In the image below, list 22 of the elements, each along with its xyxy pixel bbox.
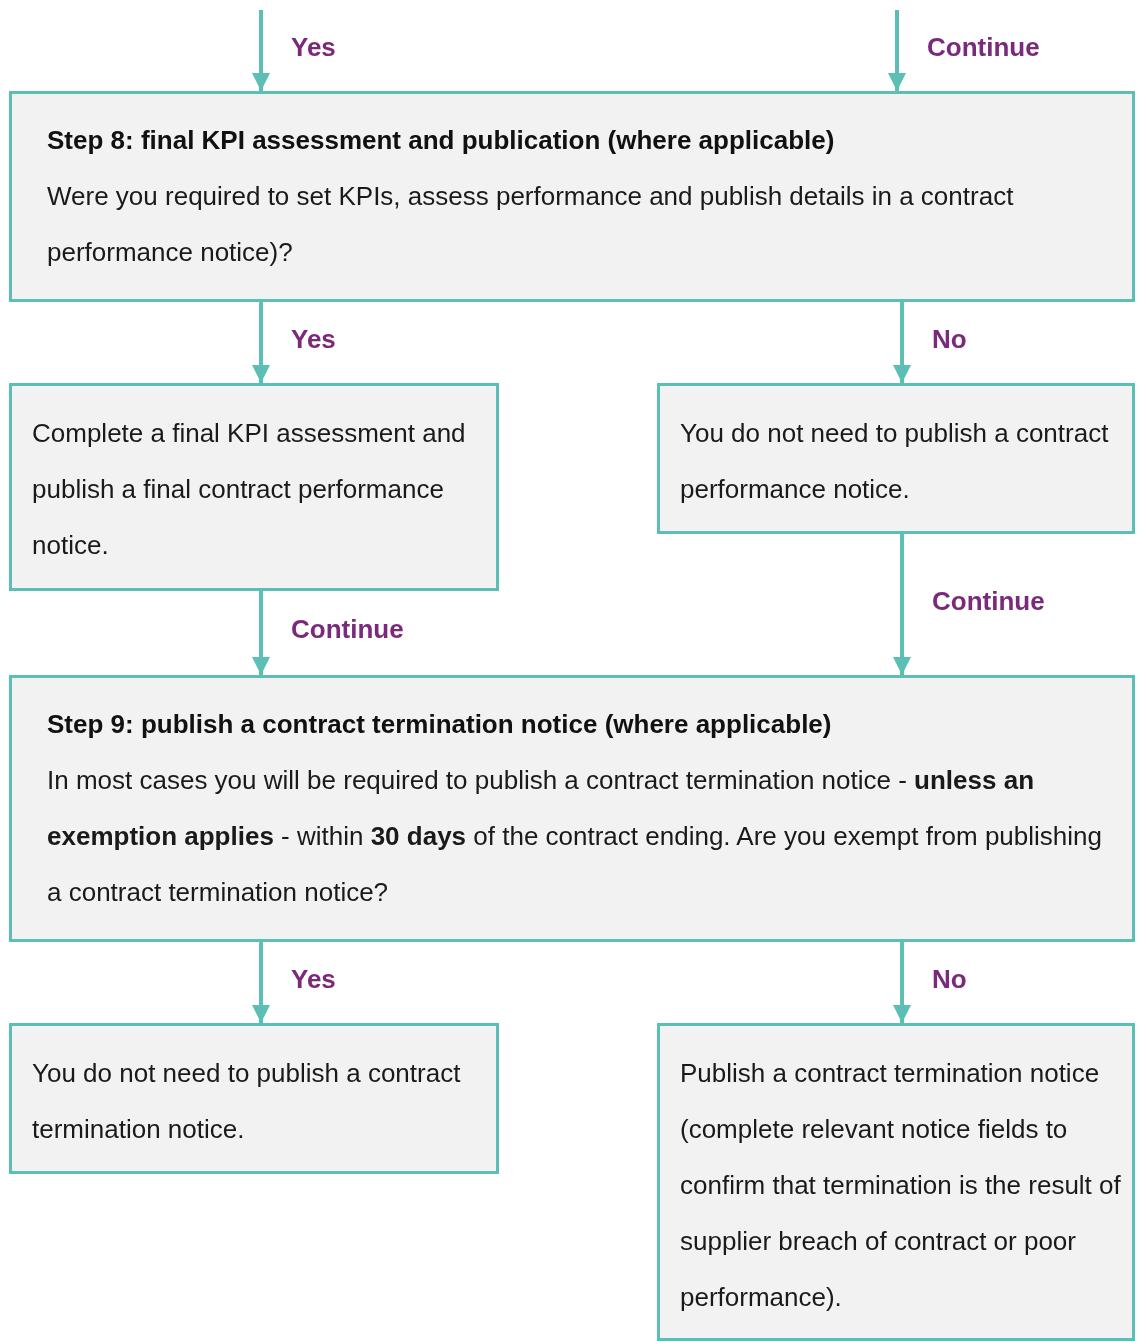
process-box xyxy=(657,1023,1135,1341)
arrow xyxy=(888,10,906,91)
process-box xyxy=(9,383,499,591)
arrow xyxy=(252,10,270,91)
arrow xyxy=(893,534,911,675)
arrow xyxy=(252,591,270,675)
box-text: Publish a contract termination notice (complete relevant notice fields to confirm that termination is the result of supplier breach of contract or poor performance). xyxy=(680,1057,1122,1314)
step-heading: Step 8: final KPI assessment and publication (where applicable) xyxy=(47,124,836,157)
arrow xyxy=(252,302,270,383)
decision-box xyxy=(9,675,1135,942)
arrow xyxy=(893,302,911,383)
box-text: You do not need to publish a contract performance notice. xyxy=(680,417,1110,506)
process-box xyxy=(9,1023,499,1174)
process-box xyxy=(657,383,1135,534)
box-text: Complete a final KPI assessment and publish a final contract performance notice. xyxy=(32,417,467,562)
box-text: In most cases you will be required to publish a contract termination notice - unless an exemption applies - within 30 days of the contract ending. Are you exempt from publishing a contract termination notice? xyxy=(47,764,1103,909)
arrow xyxy=(252,942,270,1023)
decision-box xyxy=(9,91,1135,302)
box-text: Were you required to set KPIs, assess performance and publish details in a contract performance notice)? xyxy=(47,180,1015,269)
step-heading: Step 9: publish a contract termination notice (where applicable) xyxy=(47,708,833,741)
box-text: You do not need to publish a contract termination notice. xyxy=(32,1057,462,1146)
arrow xyxy=(893,942,911,1023)
